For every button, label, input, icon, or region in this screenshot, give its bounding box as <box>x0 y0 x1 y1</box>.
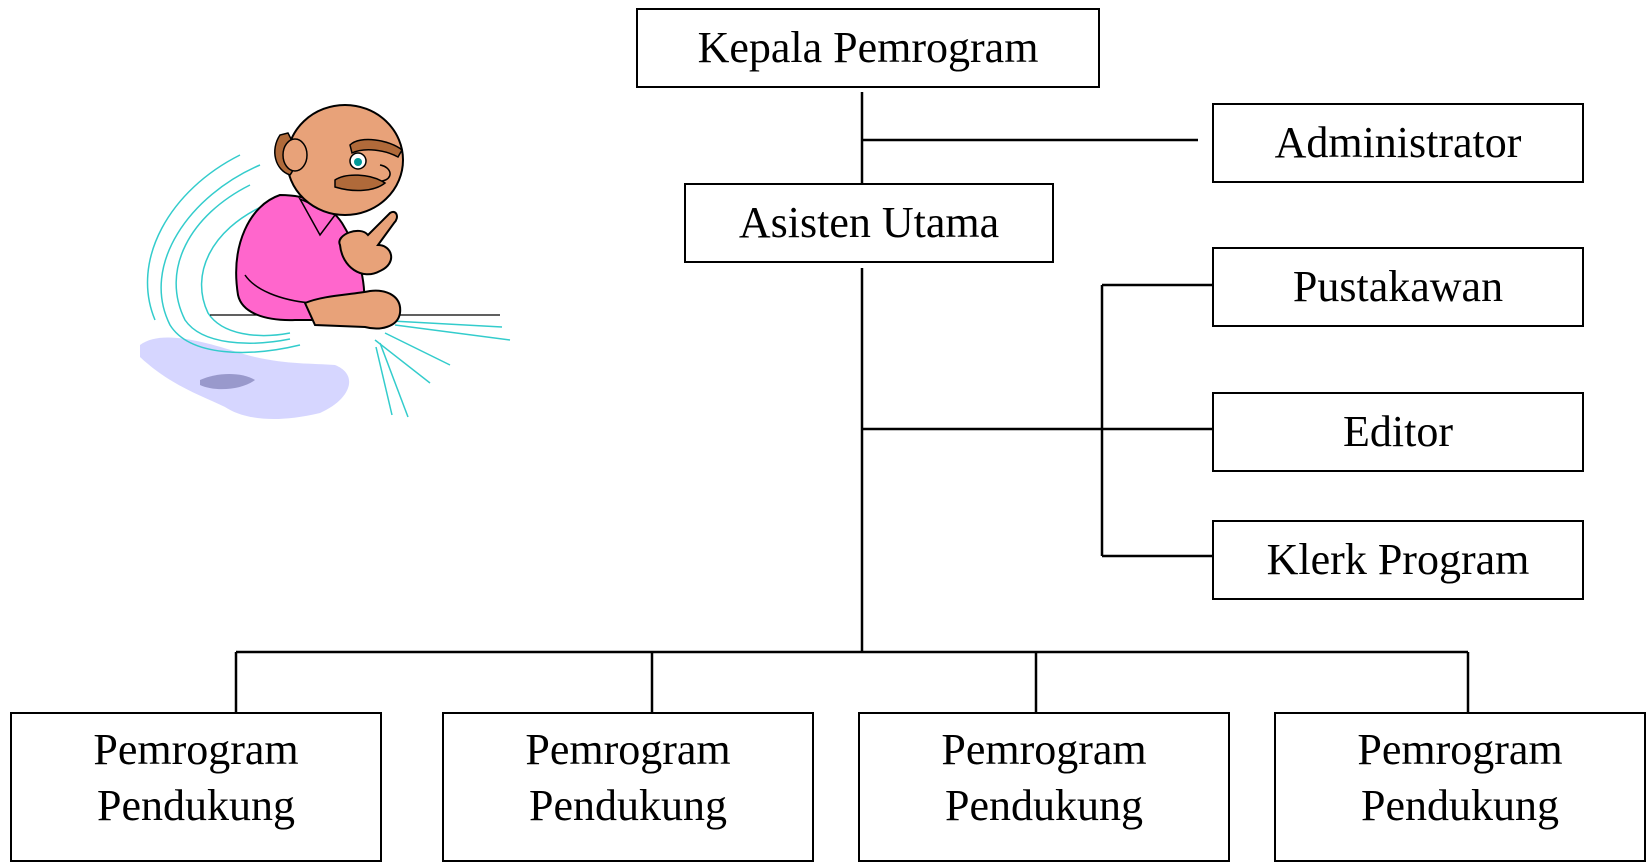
administrator-box: Administrator <box>1212 103 1584 183</box>
support-programmer-4-line2: Pendukung <box>1361 781 1559 830</box>
thinking-old-man-clipart-icon <box>140 104 511 420</box>
head-programmer-label: Kepala Pemrogram <box>697 22 1039 72</box>
support-programmer-box-3: Pemrogram Pendukung <box>858 712 1230 862</box>
head-programmer-box: Kepala Pemrogram <box>636 8 1100 88</box>
librarian-label: Pustakawan <box>1292 261 1504 311</box>
support-programmer-1-line2: Pendukung <box>97 781 295 830</box>
administrator-label: Administrator <box>1274 117 1522 167</box>
librarian-box: Pustakawan <box>1212 247 1584 327</box>
support-programmer-2-line2: Pendukung <box>529 781 727 830</box>
support-programmer-4-line1: Pemrogram <box>1357 725 1563 774</box>
support-programmer-2-line1: Pemrogram <box>525 725 731 774</box>
support-programmer-box-1: Pemrogram Pendukung <box>10 712 382 862</box>
support-programmer-3-line2: Pendukung <box>945 781 1143 830</box>
support-programmer-1-line1: Pemrogram <box>93 725 299 774</box>
editor-box: Editor <box>1212 392 1584 472</box>
assistant-label: Asisten Utama <box>738 197 1000 247</box>
editor-label: Editor <box>1343 406 1453 456</box>
support-programmer-box-2: Pemrogram Pendukung <box>442 712 814 862</box>
program-clerk-box: Klerk Program <box>1212 520 1584 600</box>
support-programmer-box-4: Pemrogram Pendukung <box>1274 712 1646 862</box>
program-clerk-label: Klerk Program <box>1266 534 1530 584</box>
assistant-box: Asisten Utama <box>684 183 1054 263</box>
support-programmer-3-line1: Pemrogram <box>941 725 1147 774</box>
